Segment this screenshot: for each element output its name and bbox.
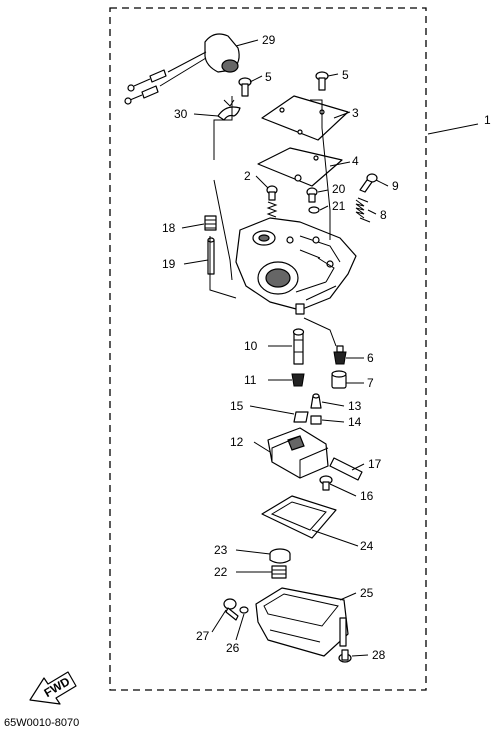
callout-29: 29	[262, 33, 276, 47]
part-2-screw	[266, 185, 278, 218]
callout-14: 14	[348, 415, 362, 429]
callout-3: 3	[352, 106, 359, 120]
callout-28: 28	[372, 648, 386, 662]
callout-21: 21	[332, 199, 346, 213]
callout-12: 12	[230, 435, 244, 449]
callout-19: 19	[162, 257, 176, 271]
part-23-plug	[269, 548, 291, 564]
part-10-emulsion-tube	[292, 328, 305, 365]
callout-11: 11	[244, 373, 257, 387]
callout-10: 10	[244, 339, 258, 353]
part-15-clip	[293, 411, 309, 423]
part-30-clip	[217, 99, 241, 121]
part-3-plate	[261, 95, 349, 141]
part-16-screw	[319, 475, 333, 491]
callout-4: 4	[352, 154, 359, 168]
callout-22: 22	[214, 565, 228, 579]
callout-17: 17	[368, 457, 382, 471]
part-9-screw	[359, 173, 378, 193]
assembly-boundary-frame	[109, 7, 427, 691]
part-7-plug	[331, 370, 347, 389]
callout-26: 26	[226, 641, 240, 655]
part-18-plug	[204, 215, 217, 231]
part-6-pilot-jet	[333, 345, 347, 365]
callout-27: 27	[196, 629, 210, 643]
part-28-drain-screw	[338, 649, 352, 663]
callout-23: 23	[214, 543, 228, 557]
part-4-gasket	[257, 147, 343, 187]
part-8-spring	[355, 197, 371, 223]
carburetor-body	[235, 217, 357, 315]
part-20-jet	[306, 187, 318, 203]
part-27-screw	[223, 598, 239, 621]
part-25-float-bowl	[255, 587, 349, 657]
callout-2: 2	[244, 169, 251, 183]
part-5-screw-left	[238, 77, 252, 97]
callout-8: 8	[380, 208, 387, 222]
callout-5-left: 5	[265, 70, 272, 84]
callout-7: 7	[367, 376, 374, 390]
callout-1: 1	[484, 113, 491, 127]
drawing-code: 65W0010-8070	[4, 717, 79, 729]
callout-30: 30	[174, 107, 188, 121]
part-17-float-pin	[329, 457, 363, 481]
callout-9: 9	[392, 179, 399, 193]
part-5-screw-right	[315, 71, 329, 91]
callout-13: 13	[348, 399, 362, 413]
leader-lines	[181, 39, 479, 657]
callout-20: 20	[332, 182, 346, 196]
callout-18: 18	[162, 221, 176, 235]
part-26-washer	[239, 606, 249, 614]
callout-5-right: 5	[342, 68, 349, 82]
part-29-enrichener-wire	[124, 33, 240, 105]
part-14-seat	[310, 415, 322, 425]
fwd-arrow-icon: FWD	[29, 671, 77, 705]
part-11-main-jet	[291, 373, 305, 387]
callout-labels: 1 2 3 4 5 5 6 7 8 9 10 11 12 13 14 15 16…	[162, 33, 491, 662]
callout-15: 15	[230, 399, 244, 413]
part-12-float	[267, 427, 329, 479]
part-21-o-ring	[308, 206, 320, 214]
callout-25: 25	[360, 586, 374, 600]
callout-24: 24	[360, 539, 374, 553]
part-22-spring	[271, 565, 287, 579]
callout-16: 16	[360, 489, 374, 503]
part-19-pin	[207, 237, 215, 275]
part-13-needle-valve	[310, 393, 322, 409]
callout-6: 6	[367, 351, 374, 365]
part-24-gasket	[261, 495, 337, 539]
